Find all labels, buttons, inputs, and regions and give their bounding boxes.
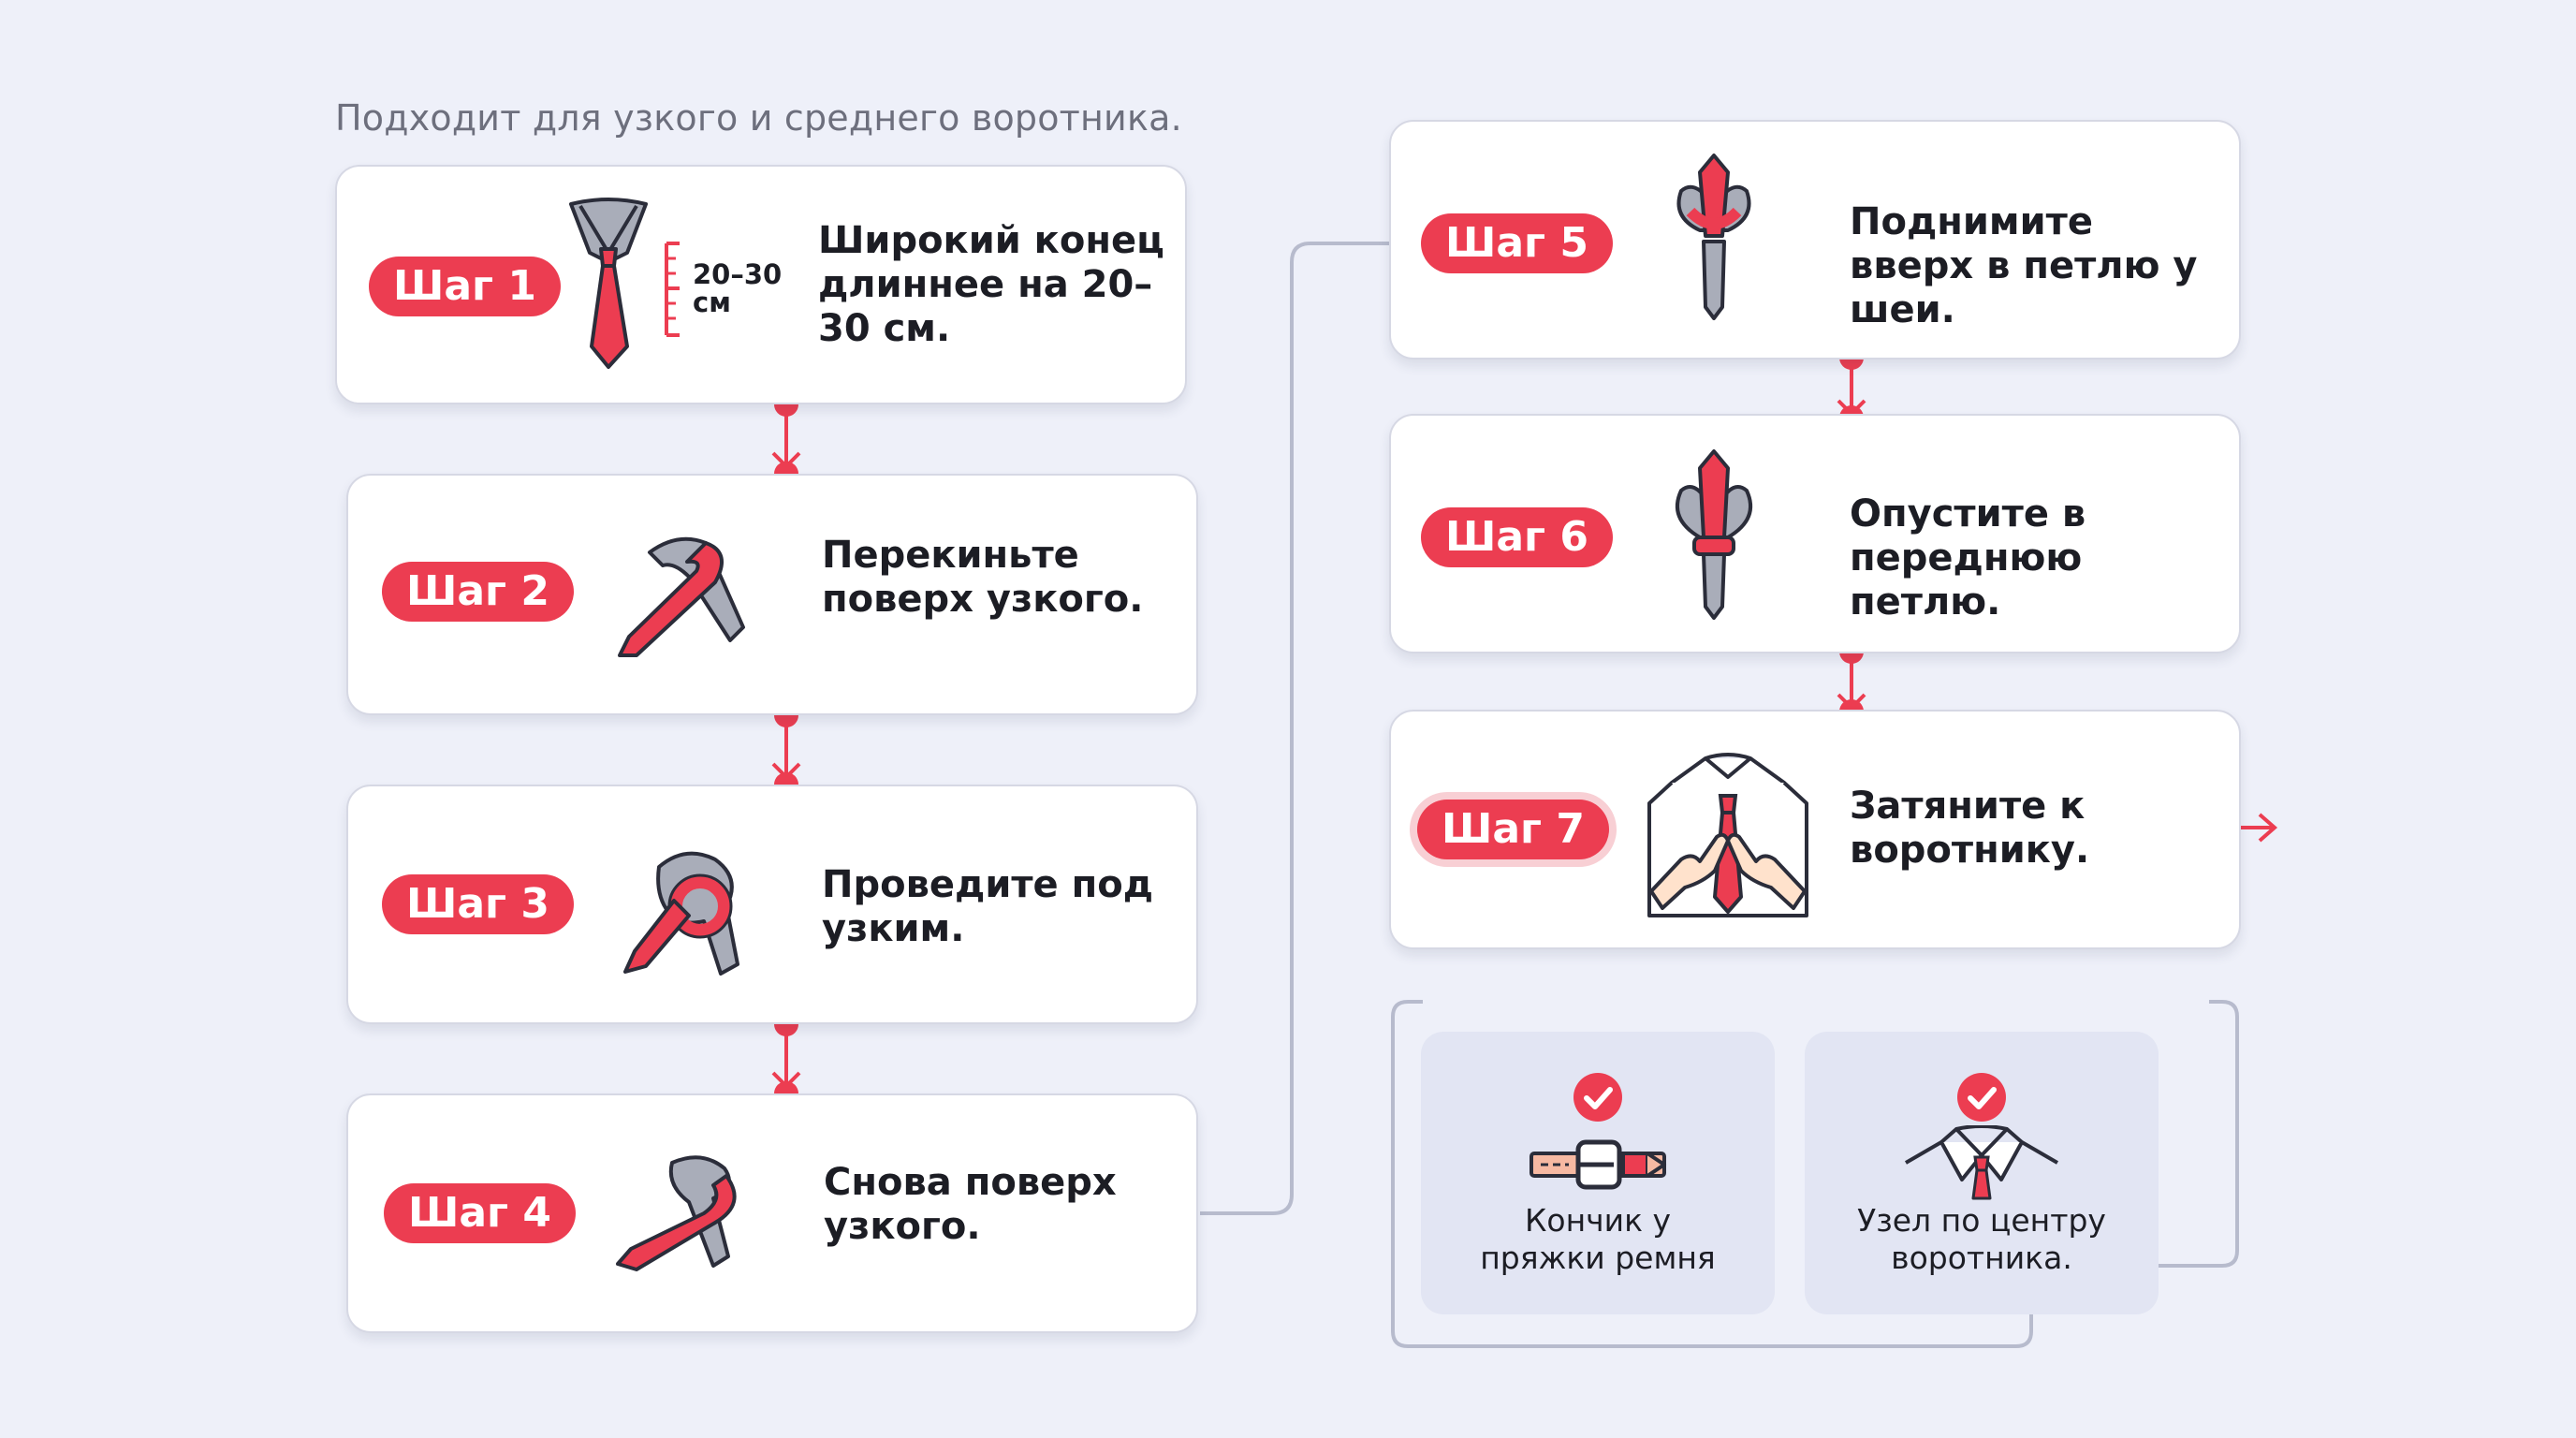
step-badge-7: Шаг 7 [1417, 800, 1609, 859]
tie-measure-icon [569, 198, 680, 369]
step-text-2: Перекиньте поверх узкого. [822, 534, 1144, 621]
step-badge-5: Шаг 5 [1421, 213, 1613, 273]
step-badge-3: Шаг 3 [382, 874, 574, 934]
check-icon [1957, 1073, 2006, 1122]
step-card-5: Шаг 5 Поднимите вверх в петлю у шеи. [1389, 120, 2241, 360]
belt-buckle-icon [1530, 1139, 1666, 1190]
step-text-7: Затяните к воротнику. [1850, 785, 2090, 872]
tie-under-icon [623, 851, 739, 976]
tip-card-2: Узел по центру воротника. [1805, 1032, 2159, 1314]
step-card-7: Шаг 7 Затяните к воротнику. [1389, 710, 2241, 949]
tighten-knot-hands-icon [1647, 753, 1808, 917]
step-badge-6: Шаг 6 [1421, 507, 1613, 567]
step-badge-4: Шаг 4 [384, 1183, 576, 1243]
step-card-4: Шаг 4 Снова поверх узкого. [346, 1093, 1198, 1333]
step-badge-2: Шаг 2 [382, 562, 574, 622]
subtitle: Подходит для узкого и среднего воротника… [335, 97, 1182, 139]
connector-arrow-2-3 [771, 703, 801, 797]
step-text-6: Опустите в переднюю петлю. [1850, 492, 2086, 624]
tie-over-again-icon [616, 1155, 737, 1271]
step-badge-1: Шаг 1 [369, 257, 561, 316]
tip-text-1: Кончик у пряжки ремня [1480, 1202, 1716, 1276]
step-text-4: Снова поверх узкого. [824, 1161, 1117, 1248]
measure-label: 20–30 см [693, 258, 783, 318]
step-text-1: Широкий конец длиннее на 20–30 см. [818, 219, 1164, 350]
tie-up-through-loop-icon [1676, 154, 1751, 320]
step-text-3: Проведите под узким. [822, 863, 1154, 950]
tie-cross-over-icon [618, 536, 745, 657]
tie-down-front-loop-icon [1676, 449, 1752, 620]
check-icon [1573, 1073, 1622, 1122]
tip-text-2: Узел по центру воротника. [1857, 1202, 2106, 1276]
step-card-1: Шаг 1 20–30 см Широкий конец длиннее на … [335, 165, 1187, 404]
tip-card-1: Кончик у пряжки ремня [1421, 1032, 1775, 1314]
step-card-6: Шаг 6 Опустите в переднюю петлю. [1389, 414, 2241, 653]
step-card-2: Шаг 2 Перекиньте поверх узкого. [346, 474, 1198, 715]
connector-arrow-1-2 [771, 392, 801, 486]
connector-line-4-5 [1200, 242, 1389, 1215]
step-card-3: Шаг 3 Проведите под узким. [346, 785, 1198, 1024]
collar-knot-icon [1904, 1125, 2059, 1200]
connector-arrow-3-4 [771, 1012, 801, 1106]
step-text-5: Поднимите вверх в петлю у шеи. [1850, 200, 2198, 331]
